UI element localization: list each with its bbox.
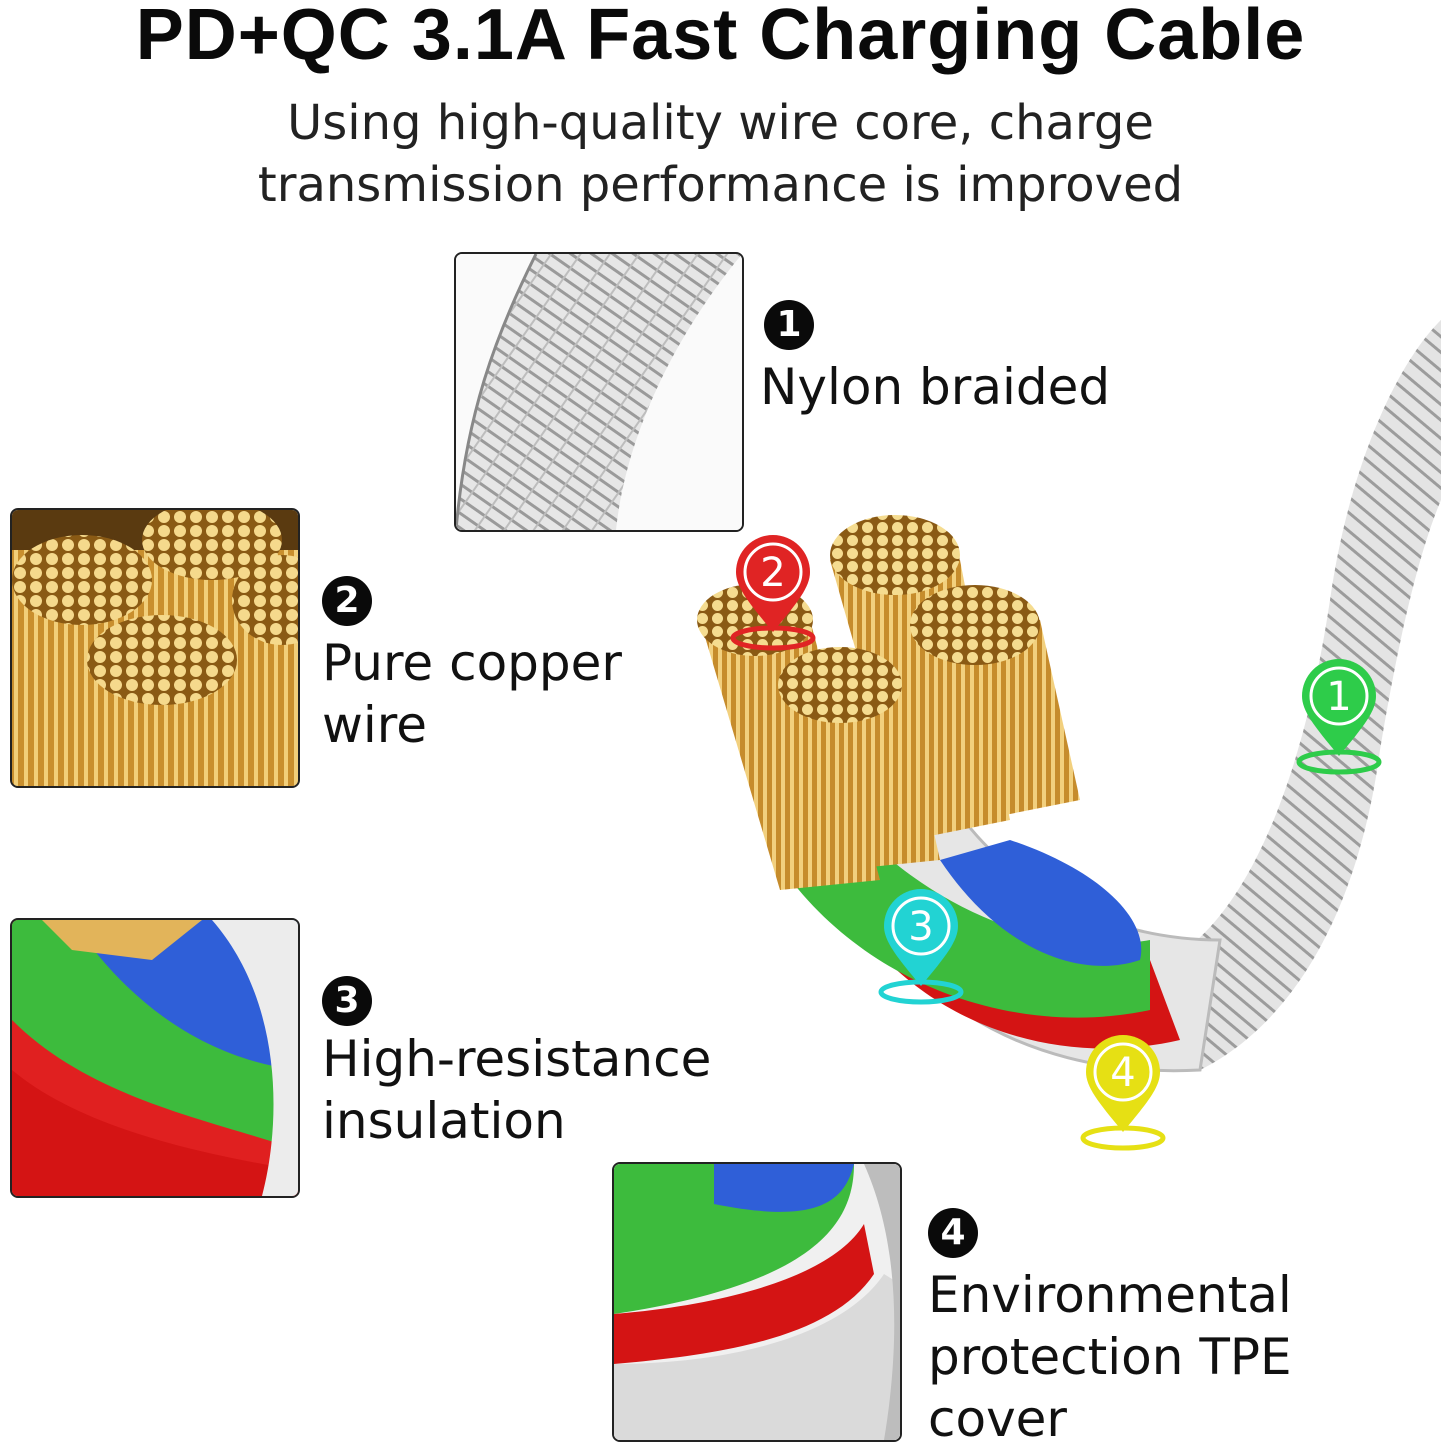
feature-3-label: High-resistance insulation xyxy=(322,1030,712,1150)
pin-2-icon: 2 xyxy=(730,535,816,651)
pin-2-marker xyxy=(736,535,810,632)
subtitle: Using high-quality wire core, charge tra… xyxy=(0,92,1441,216)
feature-1-label: Nylon braided xyxy=(760,358,1111,416)
feature-1-number: 1 xyxy=(764,300,814,350)
nylon-braid-image xyxy=(454,252,744,532)
insulation-image xyxy=(10,918,300,1198)
pin-4-text: 4 xyxy=(1110,1050,1135,1096)
pin-3-icon: 3 xyxy=(878,889,964,1005)
page-title: PD+QC 3.1A Fast Charging Cable xyxy=(135,0,1306,75)
subtitle-line-1: Using high-quality wire core, charge xyxy=(287,95,1154,151)
pin-3-text: 3 xyxy=(908,904,933,950)
pin-1-text: 1 xyxy=(1326,674,1351,720)
feature-2-number: 2 xyxy=(322,576,372,626)
copper-wire-image xyxy=(10,508,300,788)
pin-2-text: 2 xyxy=(760,550,785,596)
subtitle-line-2: transmission performance is improved xyxy=(257,157,1184,213)
feature-3-number: 3 xyxy=(322,976,372,1026)
cable-illustration xyxy=(697,320,1441,1073)
pin-4-icon: 4 xyxy=(1080,1035,1166,1151)
feature-4-number: 4 xyxy=(928,1208,978,1258)
feature-4-label: Environmental protection TPE cover xyxy=(928,1266,1292,1448)
feature-2-label: Pure copper wire xyxy=(322,634,622,754)
pin-1-icon: 1 xyxy=(1296,659,1382,775)
